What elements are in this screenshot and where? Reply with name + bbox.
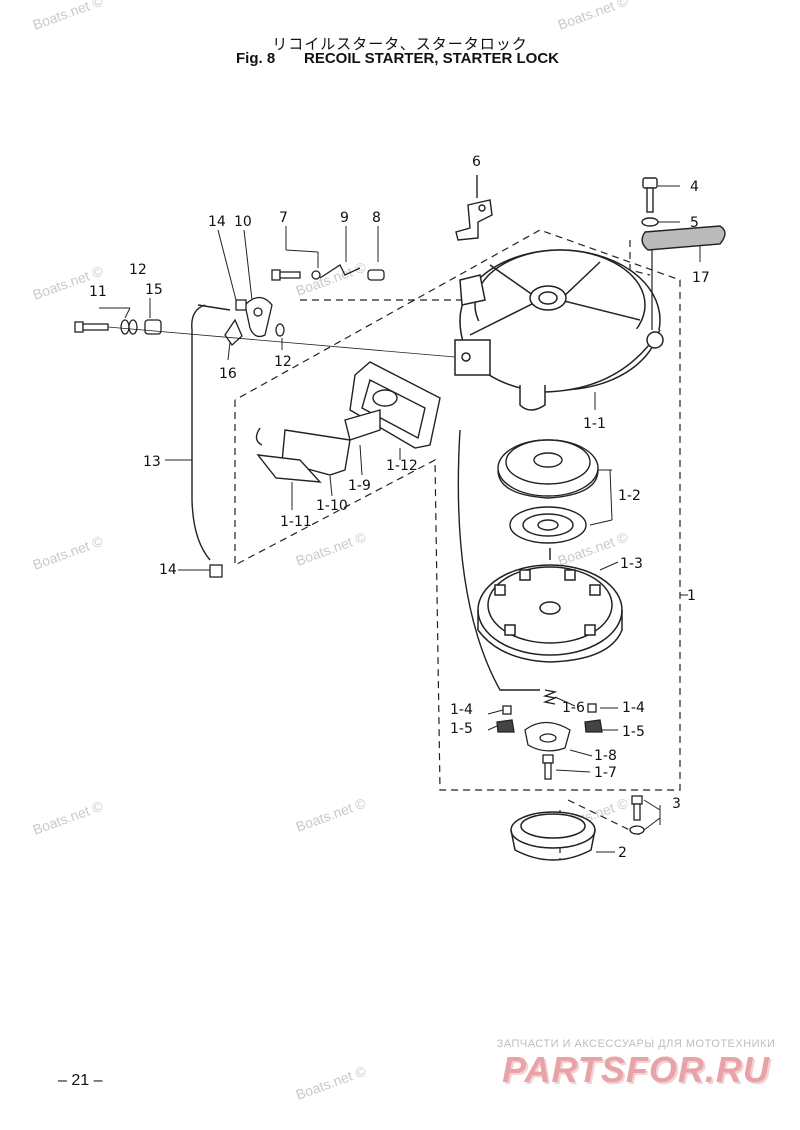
callout: 4 [690,179,699,195]
part-1-12-handle-housing [349,361,441,449]
part-1-2-spring-case [497,439,599,499]
part-17-plate [641,225,726,251]
starter-lock-cable [191,304,540,691]
part-10-lever [244,296,273,338]
callout: 9 [340,210,349,226]
part-11-bolt [74,321,109,333]
part-15-collar [144,319,162,335]
callout: 1-11 [280,514,312,530]
watermark: Boats.net © [294,1062,369,1102]
callout-labels: 1 1-1 1-2 1-3 1-4 1-4 1-5 1-5 1-6 1-7 1-… [89,154,710,861]
figure-number: Fig. 8 [236,50,276,67]
callout: 6 [472,154,481,170]
part-5-washer [641,217,659,227]
part-14-clamp [209,299,247,578]
callout: 1-4 [622,700,645,716]
callout: 16 [219,366,237,382]
callout: 13 [143,454,161,470]
figure-title: RECOIL STARTER, STARTER LOCK [304,50,559,67]
callout: 14 [208,214,226,230]
callout: 14 [159,562,177,578]
callout: 1-4 [450,702,473,718]
part-7-screw [271,269,301,281]
watermark: Boats.net © [31,797,106,837]
callout: 1-6 [562,700,585,716]
watermark: Boats.net © [31,532,106,572]
callout: 12 [129,262,147,278]
callout: 1-12 [386,458,418,474]
callout: 3 [672,796,681,812]
callout: 15 [145,282,163,298]
callout: 8 [372,210,381,226]
callout: 1 [687,588,696,604]
watermarks: Boats.net © Boats.net © Boats.net © Boat… [31,0,631,1103]
callout: 1-9 [348,478,371,494]
dealer-tagline: ЗАПЧАСТИ И АКСЕССУАРЫ ДЛЯ МОТОТЕХНИКИ [496,1038,776,1050]
part-1-7-bolt [542,754,554,780]
watermark: Boats.net © [31,0,106,33]
watermark: Boats.net © [294,528,369,568]
callout: 1-3 [620,556,643,572]
callout: 11 [89,284,107,300]
callout: 1-2 [618,488,641,504]
callout: 10 [234,214,252,230]
part-2-starter-pulley [510,811,596,861]
callout: 17 [692,270,710,286]
leader-lines [99,185,701,853]
part-3-bolt [629,795,645,835]
part-1-8-drive-plate [524,721,571,752]
part-12-washer [120,319,285,337]
watermark: Boats.net © [294,794,369,834]
callout: 7 [279,210,288,226]
callout: 1-7 [594,765,617,781]
part-1-11-clip [256,454,322,483]
callout: 12 [274,354,292,370]
part-16-spring [224,318,243,346]
part-1-1-starter-case [454,249,664,411]
part-8-pin [367,269,385,281]
page-number: – 21 – [58,1072,103,1089]
callout: 2 [618,845,627,861]
watermark: Boats.net © [556,0,631,33]
callout: 5 [690,215,699,231]
callout: 1-5 [450,721,473,737]
dealer-brand: PARTSFOR.RU [502,1049,770,1090]
part-1-9-rope [344,409,381,441]
dealer-watermark: ЗАПЧАСТИ И АКСЕССУАРЫ ДЛЯ МОТОТЕХНИКИ PA… [478,1038,794,1090]
part-1-3-reel [477,548,623,663]
callout: 1-8 [594,748,617,764]
part-6-bracket [455,175,493,241]
part-1-5-pawl [496,719,603,733]
callout: 1-1 [583,416,606,432]
title-english: Fig. 8 RECOIL STARTER, STARTER LOCK [236,50,559,67]
callout: 1-10 [316,498,348,514]
part-9-spring [311,264,361,280]
part-1-2-recoil-spring [509,506,587,544]
watermark: Boats.net © [294,258,369,298]
callout: 1-5 [622,724,645,740]
title-japanese: リコイルスタータ、スタータロック [272,35,528,53]
part-1-6-spring [542,689,558,705]
part-4-bolt [642,177,658,213]
